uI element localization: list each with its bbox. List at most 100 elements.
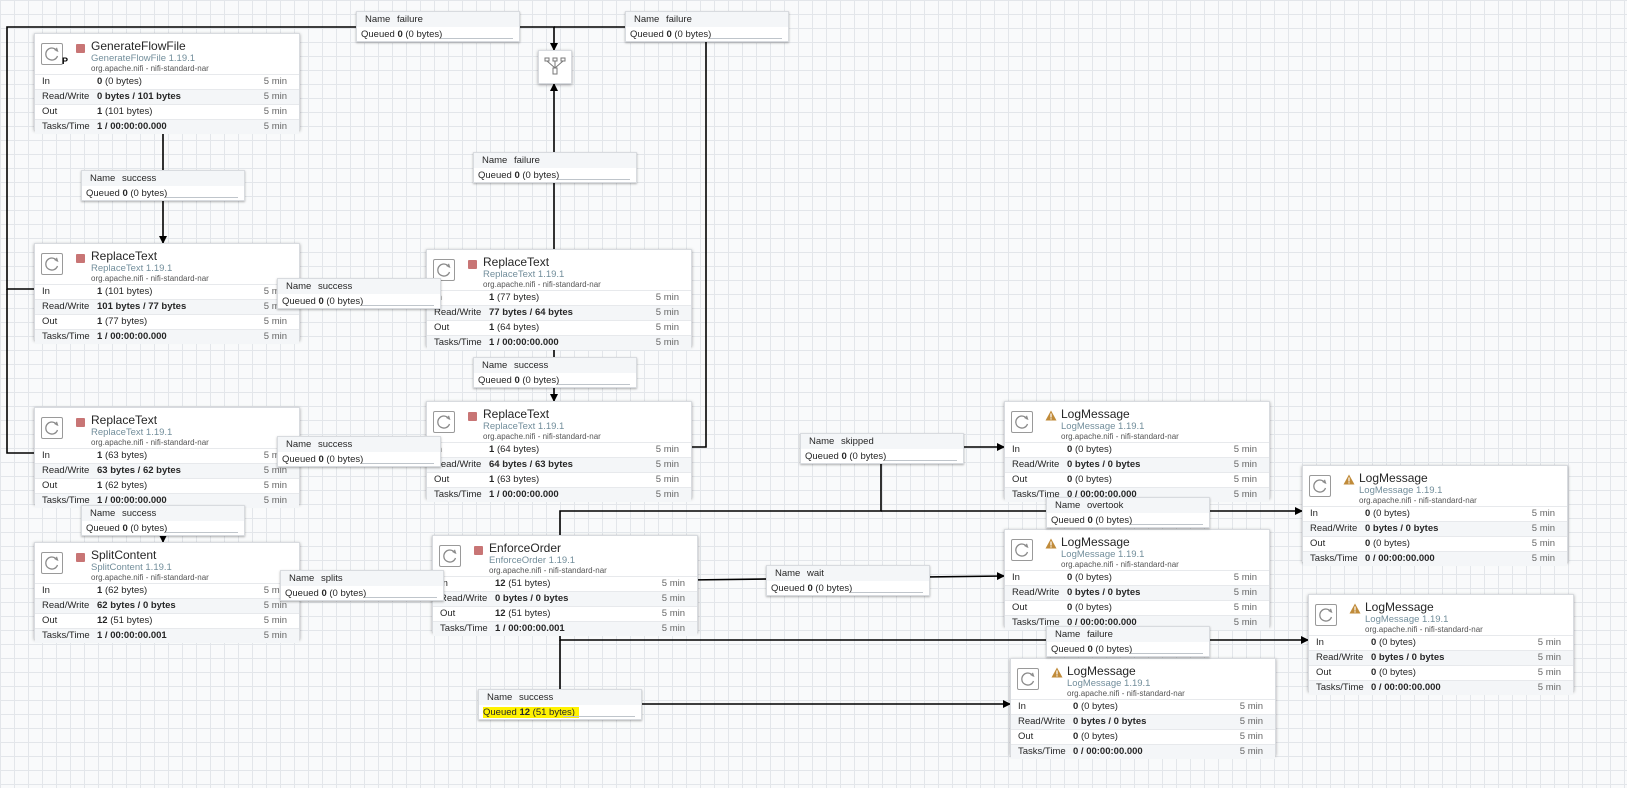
stopped-state-icon (76, 553, 85, 562)
connection-queued-row: Queued 0 (0 bytes) (1047, 513, 1209, 528)
stat-window: 5 min (263, 316, 287, 327)
connection-queued-row: Queued 0 (0 bytes) (357, 27, 519, 42)
queued-count: 0 (397, 29, 403, 40)
stat-window: 5 min (1239, 746, 1263, 757)
stat-label: Out (1018, 731, 1034, 742)
queued-label: Queued (805, 451, 839, 462)
warning-icon[interactable] (1343, 474, 1355, 488)
queued-label: Queued (86, 188, 120, 199)
stat-window: 5 min (655, 474, 679, 485)
stat-window: 5 min (263, 630, 287, 641)
queued-count: 0 (841, 451, 847, 462)
processor-icon (1017, 668, 1039, 690)
stat-window: 5 min (1531, 508, 1555, 519)
stat-window: 5 min (263, 450, 287, 461)
processor-name: SplitContent (91, 548, 157, 562)
link-p7-p11-overtook[interactable] (559, 447, 882, 535)
queued-count: 0 (807, 583, 813, 594)
connection-name-label: Name (90, 508, 116, 519)
stat-window: 5 min (1233, 489, 1257, 500)
connection-name-label: Name (1055, 500, 1081, 511)
processor-type: EnforceOrder 1.19.1 (489, 555, 576, 566)
funnel[interactable] (538, 50, 572, 84)
stat-label: Tasks/Time (1310, 553, 1358, 564)
stat-label: In (1310, 508, 1318, 519)
link-p2-funnel-failure[interactable] (6, 26, 558, 290)
stat-label: In (1012, 572, 1020, 583)
queued-label: Queued (282, 454, 316, 465)
connection-name-row: Name failure (357, 12, 519, 27)
warning-icon[interactable] (1051, 667, 1063, 681)
stat-value: 64 bytes / 63 bytes (489, 459, 573, 470)
stat-value: 101 bytes / 77 bytes (97, 301, 187, 312)
connection-name-label: Name (289, 573, 315, 584)
stat-value: 1 / 00:00:00.000 (489, 489, 559, 500)
queued-count: 0 (122, 523, 128, 534)
stat-window: 5 min (655, 307, 679, 318)
queue-progress-bar (365, 597, 437, 598)
connection-name-row: Name success (479, 690, 641, 705)
stat-value: 1 / 00:00:00.001 (97, 630, 167, 641)
connection-name-label: Name (634, 14, 660, 25)
stat-label: Read/Write (434, 307, 482, 318)
queued-size: (0 bytes) (522, 170, 560, 181)
stat-window: 5 min (263, 301, 287, 312)
queued-count: 0 (514, 170, 520, 181)
warning-icon[interactable] (1045, 410, 1057, 424)
queued-label: Queued (282, 296, 316, 307)
stat-window: 5 min (661, 608, 685, 619)
stat-window: 5 min (1233, 474, 1257, 485)
processor-icon (41, 552, 63, 574)
queue-progress-bar (1131, 524, 1203, 525)
queued-count: 0 (666, 29, 672, 40)
queued-info: Queued 0 (0 bytes) (478, 170, 559, 181)
warning-icon[interactable] (1045, 538, 1057, 552)
stat-value: 1 (64 bytes) (489, 322, 540, 333)
link-p3-funnel-failure[interactable] (6, 289, 34, 454)
warning-icon[interactable] (1349, 603, 1361, 617)
stat-window: 5 min (263, 121, 287, 132)
stat-value: 0 (0 bytes) (1073, 731, 1118, 742)
stat-value: 0 (0 bytes) (1371, 667, 1416, 678)
stat-window: 5 min (263, 76, 287, 87)
stat-value: 0 (0 bytes) (1371, 637, 1416, 648)
queue-progress-bar (710, 38, 782, 39)
connection-name: success (518, 692, 554, 703)
stat-window: 5 min (263, 465, 287, 476)
